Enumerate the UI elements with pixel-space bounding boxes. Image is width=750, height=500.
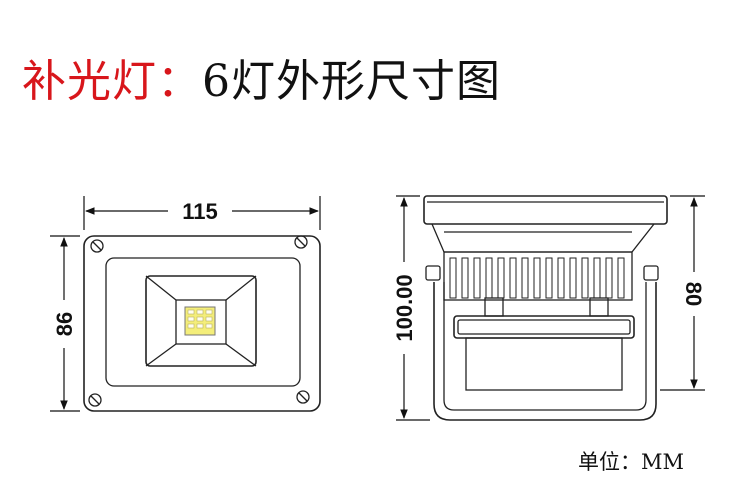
front-view [83, 235, 321, 412]
front-inner-frame [105, 257, 301, 387]
bracket-knob-right [643, 265, 659, 281]
front-housing-outline [83, 235, 321, 412]
dimension-height [50, 235, 80, 412]
screw-icon-top-right [294, 235, 308, 249]
screw-icon-top-left [90, 239, 104, 253]
dimension-body-height [660, 195, 705, 391]
title-prefix: 补光灯： [22, 56, 202, 107]
dimension-width-label: 115 [182, 199, 218, 224]
dimension-total-height-label: 100.00 [392, 274, 417, 341]
diagram-title: 补光灯：6灯外形尺寸图 [22, 52, 501, 112]
title-main: 6灯外形尺寸图 [202, 56, 501, 107]
side-body-taper [431, 223, 655, 253]
dimension-body-height-label: 80 [681, 282, 706, 306]
side-back-plate [453, 315, 635, 339]
unit-label: 单位：MM [578, 450, 685, 474]
side-driver-box [465, 337, 623, 391]
bracket-knob-left [425, 265, 441, 281]
screw-icon-bottom-right [296, 390, 310, 404]
reflector-outer [145, 275, 257, 367]
side-front-plate [423, 195, 668, 225]
dimension-width [83, 196, 321, 230]
led-chip-icon [184, 306, 216, 336]
side-heatsink [443, 251, 633, 301]
u-bracket [433, 282, 657, 421]
dimension-height-label: 86 [52, 312, 77, 336]
dimension-total-height [396, 195, 430, 421]
side-view [423, 195, 668, 421]
reflector-inner [175, 299, 227, 345]
screw-icon-bottom-left [88, 393, 102, 407]
